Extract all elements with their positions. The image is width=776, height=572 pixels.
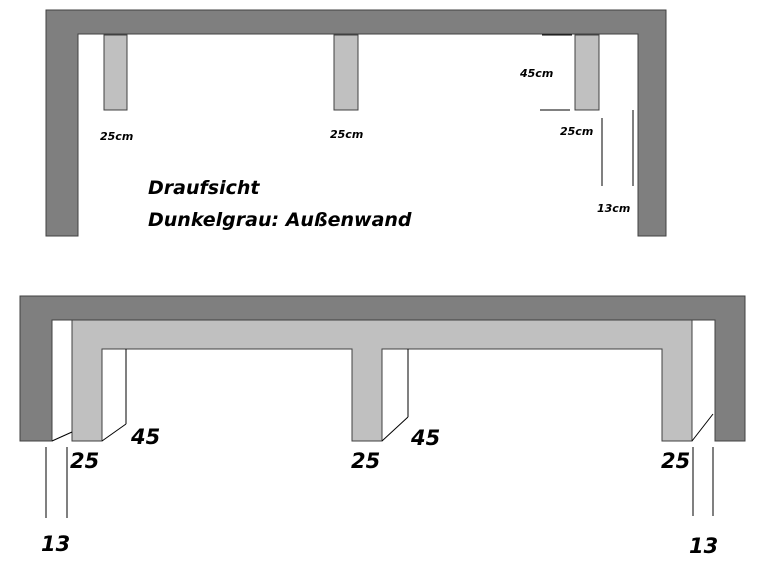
leader-left-45: [101, 423, 127, 442]
leader-left-gap: [51, 431, 73, 442]
structure-frame: [71, 319, 693, 442]
outer-wall-top-view: [45, 9, 667, 237]
label-front-middle-depth: 45: [410, 426, 440, 450]
post-top-1: [103, 34, 128, 111]
label-post-width-2: 25cm: [330, 128, 363, 141]
label-gap: 13cm: [597, 202, 630, 215]
label-front-left-width: 25: [70, 449, 99, 473]
label-post-width-3: 25cm: [560, 125, 593, 138]
label-front-right-gap: 13: [689, 534, 718, 558]
label-post-depth: 45cm: [519, 67, 553, 80]
post-top-3: [574, 34, 600, 111]
legend: Dunkelgrau: Außenwand: [148, 209, 412, 231]
label-front-left-gap: 13: [41, 532, 70, 556]
leader-right-gap: [691, 413, 714, 442]
label-front-right-width: 25: [661, 449, 690, 473]
label-post-width-1: 25cm: [100, 130, 133, 143]
leader-middle-45: [381, 416, 409, 442]
label-front-left-depth: 45: [130, 425, 160, 449]
post-top-2: [333, 34, 359, 111]
outer-wall-front-view: [19, 295, 746, 442]
label-front-middle-width: 25: [351, 449, 380, 473]
title: Draufsicht: [148, 177, 260, 199]
